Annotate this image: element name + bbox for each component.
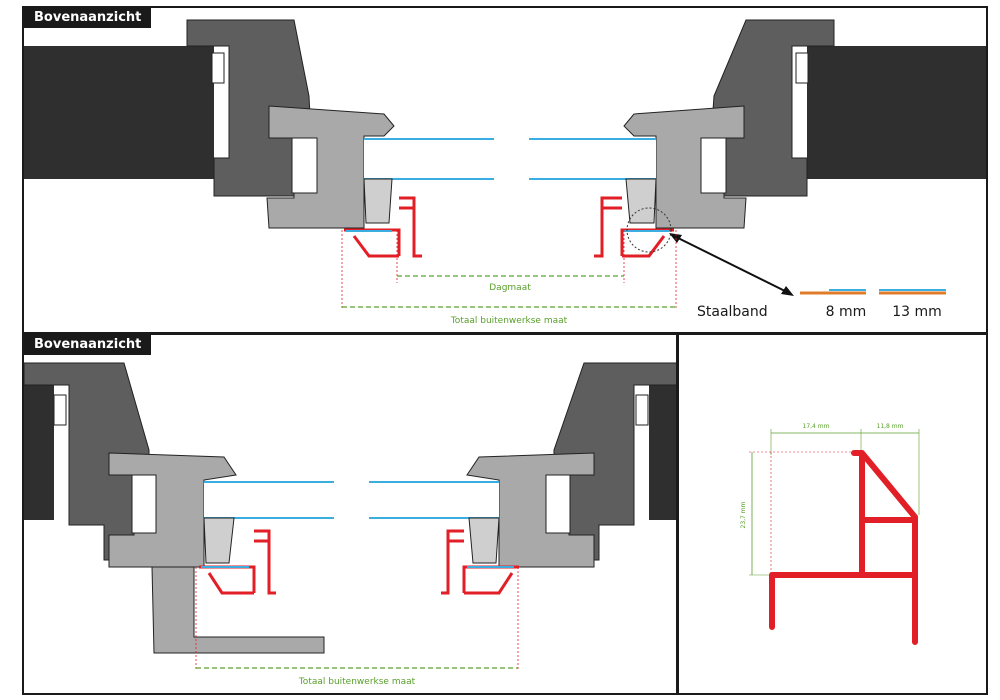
profile-detail-drawing: 17,4 mm 11,8 mm 23,7 mm [740,423,920,645]
top-view-drawing: Dagmaat Totaal buitenwerkse maat Staalba… [24,19,986,326]
left-sash-cavity [291,137,318,194]
right-sash-profile [623,105,747,229]
detail-circle [626,207,672,253]
right-glass [529,139,656,179]
right-steel-profile [594,196,674,258]
left-glass [364,139,494,179]
dim-width-1-label: 17,4 mm [803,423,830,430]
detail-arrow-line [673,235,790,294]
detail-arrow-head-end [781,286,794,296]
staalband-8mm-label: 8 mm [826,304,867,320]
bl-left-sash-cavity [131,474,157,534]
top-view-panel: Bovenaanzicht [22,6,988,334]
left-frame-notch [211,52,225,84]
dim-width-2-label: 11,8 mm [877,423,904,430]
bl-right-glazing-bead [468,517,500,564]
totaal-bottom-label: Totaal buitenwerkse maat [298,677,416,687]
bl-left-glazing-bead [203,517,235,564]
dagmaat-label: Dagmaat [489,283,531,293]
panel-title-top: Bovenaanzicht [24,8,152,28]
right-outer-frame [706,19,835,197]
left-sash-profile [266,105,395,229]
bl-right-glass [369,482,499,518]
dim-height-label: 23,7 mm [740,501,747,528]
bl-right-wall [649,385,676,520]
bl-left-outer-frame [24,362,150,561]
bottom-view-drawing: Totaal buitenwerkse maat [24,362,676,687]
bl-right-sash-cavity [545,474,571,534]
profile-detail-panel: 17,4 mm 11,8 mm 23,7 mm [677,333,988,695]
right-wall [807,46,986,179]
bl-left-glass [204,482,334,518]
bl-right-steel-profile [441,529,519,595]
right-frame-notch [795,52,809,84]
staalband-label: Staalband [697,304,768,320]
bl-left-wall [24,385,54,520]
left-glazing-bead [363,178,393,224]
totaal-top-label: Totaal buitenwerkse maat [450,316,568,326]
left-outer-frame [186,19,315,197]
left-wall [24,46,214,179]
bl-left-steel-profile [199,529,276,595]
detail-arrow-head-start [669,233,682,243]
right-sash-cavity [700,137,727,194]
staalband-13mm-label: 13 mm [892,304,942,320]
left-steel-profile [344,196,422,258]
bl-right-outer-frame [553,362,676,561]
bl-left-frame-notch [53,394,67,426]
bl-right-frame-notch [635,394,649,426]
bl-extension-profile [151,566,325,654]
steel-profile-detail [769,450,918,645]
panel-title-bottom: Bovenaanzicht [24,335,152,355]
bottom-view-panel: Bovenaanzicht [22,333,678,695]
right-glazing-bead [625,178,657,224]
